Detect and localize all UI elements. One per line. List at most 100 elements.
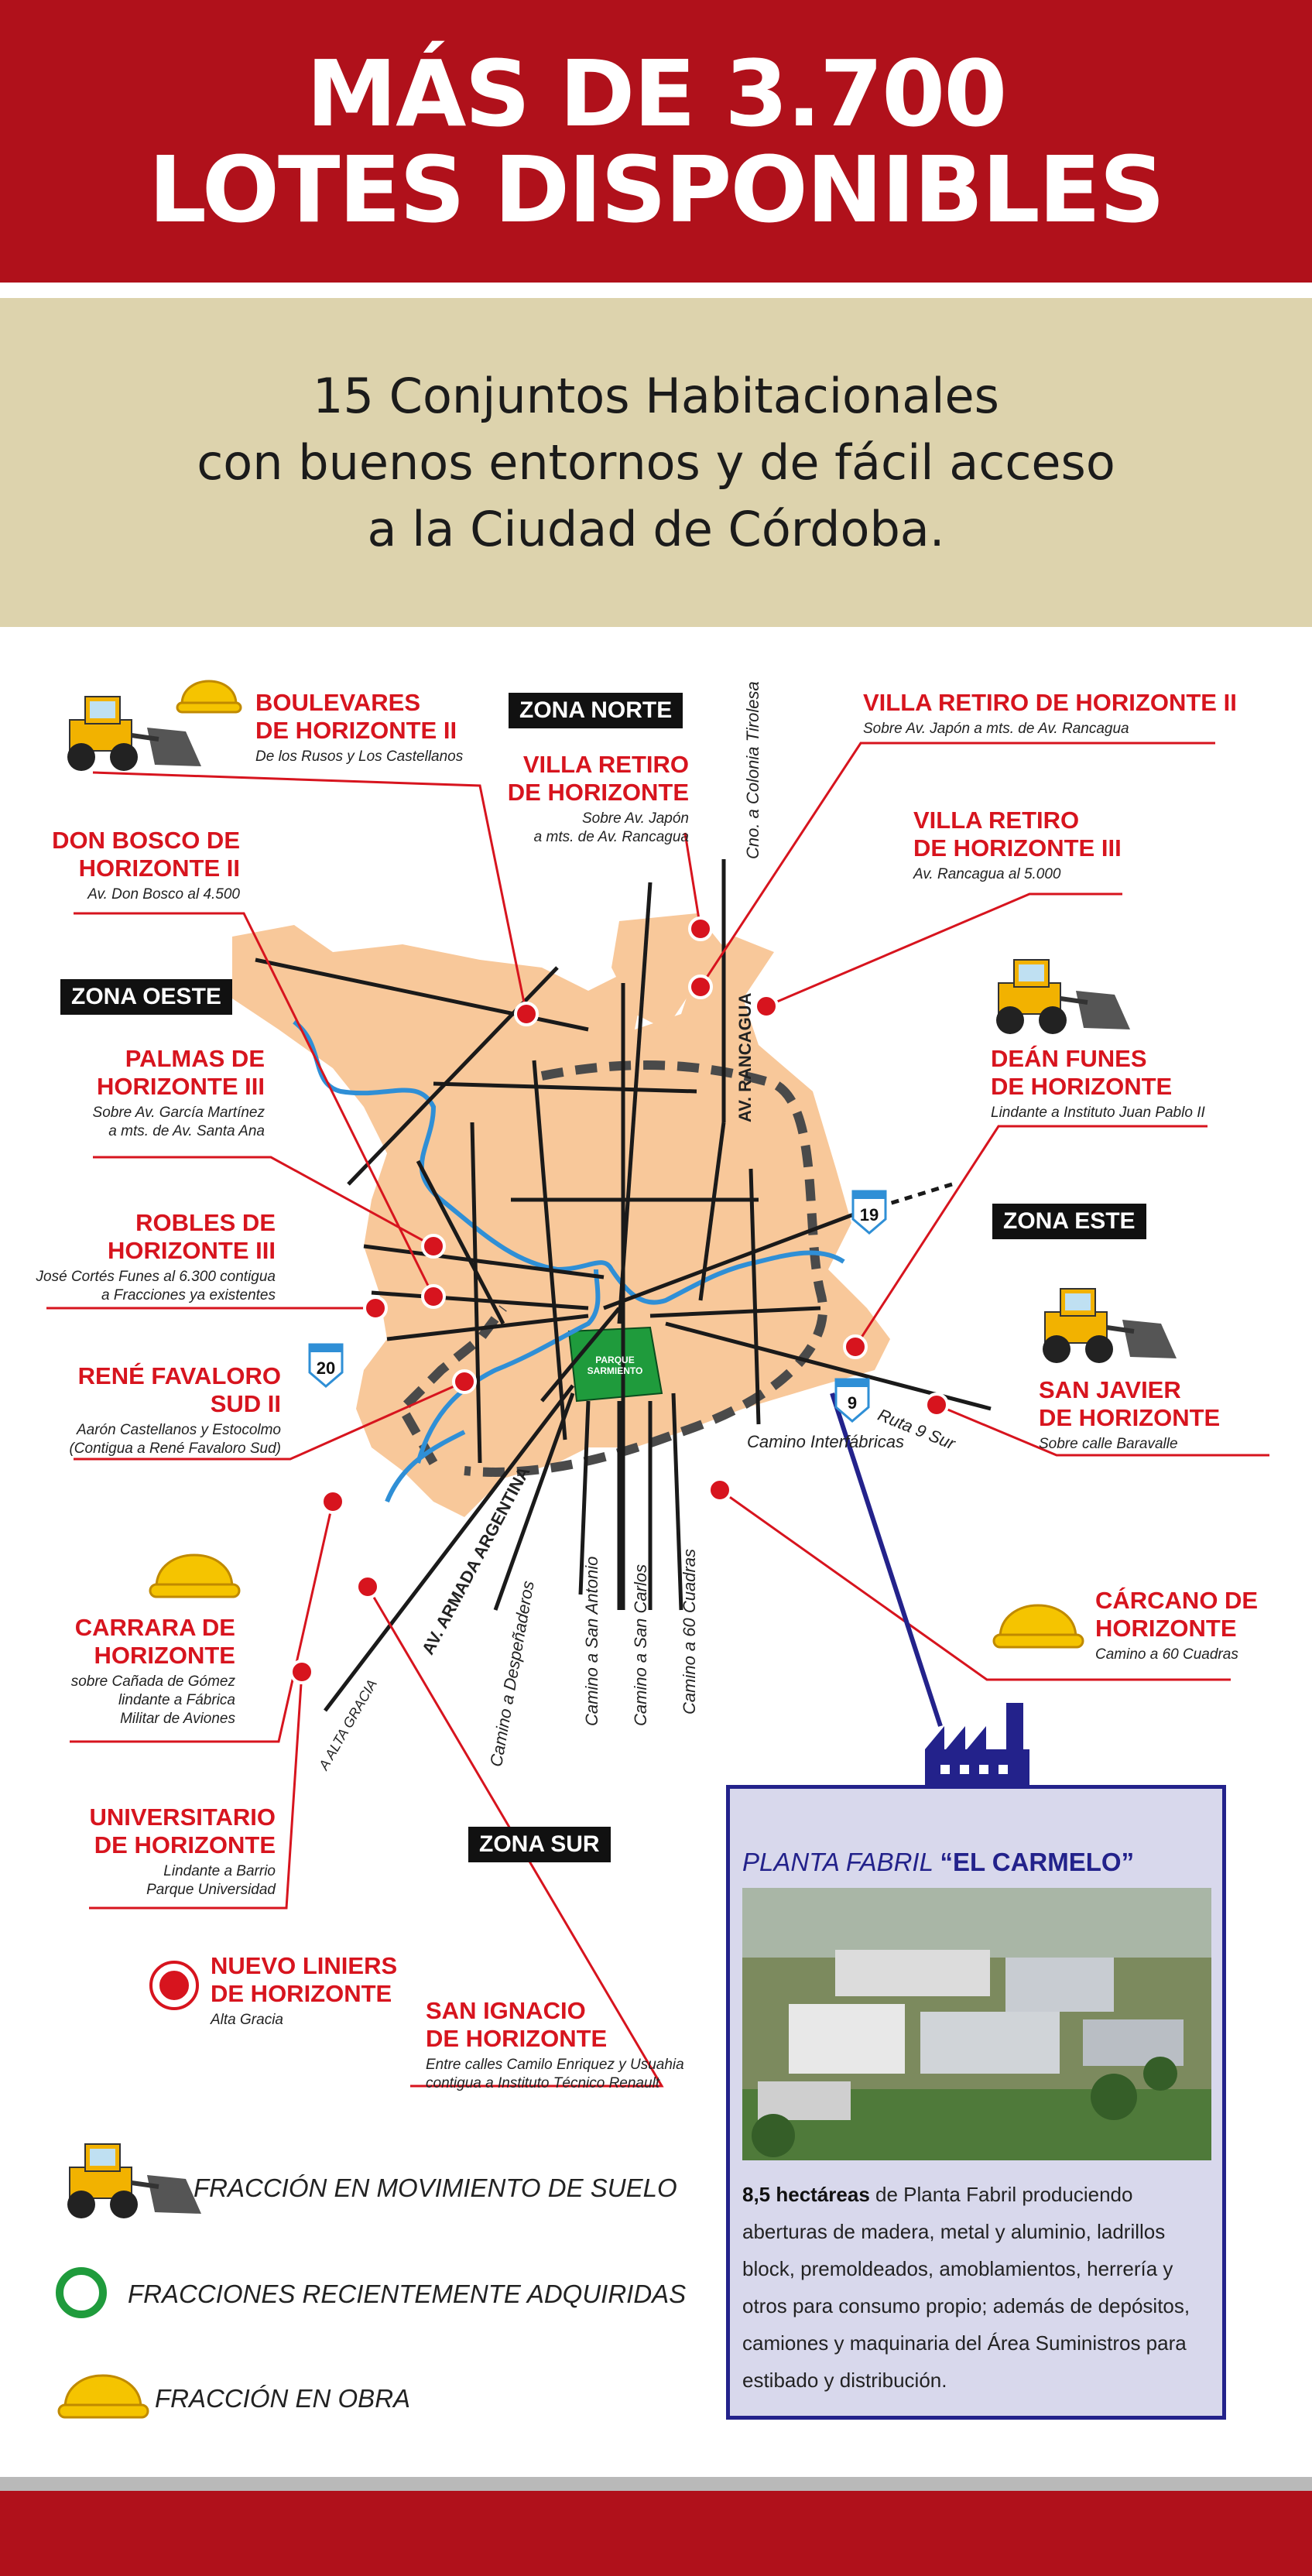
location-dean-funes: DEÁN FUNES DE HORIZONTE Lindante a Insti…: [991, 1045, 1205, 1122]
location-desc: Av. Rancagua al 5.000: [913, 866, 1061, 882]
location-desc: contigua a Instituto Técnico Renault: [426, 2075, 660, 2091]
location-desc: sobre Cañada de Gómez: [70, 1673, 235, 1690]
location-title: BOULEVARES: [255, 689, 421, 716]
helmet-icon: [992, 1604, 1084, 1649]
route-20-shield: 20: [308, 1343, 344, 1388]
location-universitario: UNIVERSITARIO DE HORIZONTE Lindante a Ba…: [15, 1804, 276, 1899]
footer-red-band: [0, 2491, 1312, 2576]
legend-obra: FRACCIÓN EN OBRA: [155, 2384, 411, 2413]
location-title: HORIZONTE II: [78, 855, 240, 882]
location-title: DE HORIZONTE: [94, 1831, 276, 1858]
location-desc: a Fracciones ya existentes: [101, 1287, 276, 1303]
header-title-line2: LOTES DISPONIBLES: [148, 135, 1165, 243]
plant-text-bold: 8,5 hectáreas: [742, 2183, 870, 2206]
legend-bulldozer-icon: [67, 2143, 201, 2218]
location-desc: a mts. de Av. Rancagua: [533, 829, 689, 845]
location-desc: Lindante a Barrio: [163, 1863, 276, 1879]
location-title: ROBLES DE: [135, 1209, 276, 1236]
plant-info-box: PLANTA FABRIL “EL CARMELO” 8,5 hectáreas…: [726, 1785, 1226, 2420]
location-carrara: CARRARA DE HORIZONTE sobre Cañada de Góm…: [15, 1614, 235, 1728]
zone-south-label: ZONA SUR: [468, 1827, 611, 1862]
location-title: HORIZONTE III: [97, 1073, 265, 1100]
road-label-interfabricas: Camino Interfábricas: [747, 1432, 904, 1451]
location-desc: Sobre Av. Japón a mts. de Av. Rancagua: [863, 721, 1129, 737]
plant-description: 8,5 hectáreas de Planta Fabril producien…: [742, 2176, 1214, 2399]
location-desc: a mts. de Av. Santa Ana: [108, 1123, 265, 1139]
location-carcano: CÁRCANO DE HORIZONTE Camino a 60 Cuadras: [1095, 1587, 1258, 1664]
location-boulevares: BOULEVARES DE HORIZONTE II De los Rusos …: [255, 689, 463, 766]
location-desc: Sobre Av. Japón: [581, 810, 689, 827]
location-villa-retiro: VILLA RETIRO DE HORIZONTE Sobre Av. Japó…: [457, 751, 689, 847]
location-markers: [149, 916, 949, 2010]
header-title-line1: MÁS DE 3.700: [306, 39, 1008, 147]
helmet-icon: [176, 680, 242, 714]
plant-title-prefix: PLANTA FABRIL: [742, 1848, 933, 1876]
location-desc: Alta Gracia: [211, 2012, 283, 2028]
location-title: HORIZONTE: [94, 1642, 235, 1669]
legend-movimiento: FRACCIÓN EN MOVIMIENTO DE SUELO: [194, 2174, 677, 2202]
legend-green-circle: [56, 2267, 107, 2318]
subtitle-band: 15 Conjuntos Habitacionales con buenos e…: [0, 298, 1312, 627]
map-area: 19 20 9 ZONA NORTE ZONA OESTE ZONA ESTE …: [0, 627, 1312, 2469]
road-label-san-carlos: Camino a San Carlos: [631, 1564, 650, 1726]
location-title: SUD II: [210, 1390, 281, 1417]
legend-helmet-icon: [57, 2374, 149, 2419]
bulldozer-icon: [67, 696, 201, 771]
location-title: PALMAS DE: [125, 1045, 265, 1072]
location-rene-favaloro: RENÉ FAVALORO SUD II Aarón Castellanos y…: [15, 1362, 281, 1458]
subtitle-line1: 15 Conjuntos Habitacionales: [313, 367, 999, 424]
leader-lines: [46, 742, 1269, 2088]
route-19-shield: 19: [851, 1190, 887, 1235]
location-desc: De los Rusos y Los Castellanos: [255, 748, 464, 765]
location-don-bosco: DON BOSCO DE HORIZONTE II Av. Don Bosco …: [15, 827, 240, 904]
location-title: RENÉ FAVALORO: [77, 1362, 281, 1389]
location-title: DE HORIZONTE: [991, 1073, 1173, 1100]
bulldozer-icon: [1043, 1288, 1177, 1363]
road-label-rancagua: AV. RANCAGUA: [735, 992, 755, 1122]
suquia-river: [293, 1019, 845, 1305]
south-river: [385, 1430, 466, 1503]
location-title: HORIZONTE III: [108, 1237, 276, 1264]
location-desc: lindante a Fábrica: [118, 1692, 235, 1708]
location-title: NUEVO LINIERS: [211, 1952, 398, 1979]
location-title: CÁRCANO DE: [1095, 1587, 1259, 1614]
plant-connector: [830, 1392, 943, 1727]
location-desc: José Cortés Funes al 6.300 contigua: [36, 1269, 276, 1285]
bulldozer-icon: [996, 959, 1130, 1034]
location-title: VILLA RETIRO: [522, 751, 689, 778]
location-desc: Camino a 60 Cuadras: [1095, 1646, 1238, 1663]
location-title: DE HORIZONTE: [507, 779, 689, 806]
location-desc: Av. Don Bosco al 4.500: [87, 886, 240, 903]
location-title: CARRARA DE: [74, 1614, 235, 1641]
plant-text-rest: de Planta Fabril produciendo aberturas d…: [742, 2183, 1190, 2392]
road-label-colonia: Cno. a Colonia Tirolesa: [743, 681, 762, 859]
location-desc: Lindante a Instituto Juan Pablo II: [991, 1105, 1205, 1121]
legend-adquiridas: FRACCIONES RECIENTEMENTE ADQUIRIDAS: [128, 2280, 687, 2308]
road-label-parque: PARQUE SARMIENTO: [587, 1355, 643, 1376]
header-banner: MÁS DE 3.700 LOTES DISPONIBLES: [0, 0, 1312, 283]
svg-text:20: 20: [317, 1358, 335, 1378]
location-title: SAN IGNACIO: [426, 1997, 586, 2024]
location-title: DEÁN FUNES: [991, 1045, 1147, 1072]
location-nuevo-liniers: NUEVO LINIERS DE HORIZONTE Alta Gracia: [211, 1952, 397, 2030]
location-title: DE HORIZONTE: [426, 2025, 608, 2052]
location-san-javier: SAN JAVIER DE HORIZONTE Sobre calle Bara…: [1039, 1376, 1220, 1454]
location-title: VILLA RETIRO DE HORIZONTE II: [863, 689, 1237, 716]
location-title: DON BOSCO DE: [52, 827, 240, 854]
helmet-icon: [149, 1553, 241, 1598]
location-desc: Parque Universidad: [146, 1882, 276, 1898]
zone-north-label: ZONA NORTE: [509, 693, 683, 728]
route-9-shield: 9: [834, 1378, 870, 1423]
location-title: SAN JAVIER: [1039, 1376, 1181, 1403]
location-title: DE HORIZONTE III: [913, 834, 1122, 862]
zone-east-label: ZONA ESTE: [992, 1204, 1146, 1239]
location-desc: (Contigua a René Favaloro Sud): [69, 1440, 281, 1457]
location-desc: Entre calles Camilo Enriquez y Usuahia: [426, 2057, 684, 2073]
road-network: [255, 859, 992, 1712]
subtitle-line3: a la Ciudad de Córdoba.: [367, 500, 945, 557]
svg-text:9: 9: [848, 1393, 857, 1413]
plant-title: PLANTA FABRIL “EL CARMELO”: [742, 1848, 1134, 1877]
road-label-san-antonio: Camino a San Antonio: [582, 1556, 601, 1726]
plant-title-name: “EL CARMELO”: [940, 1848, 1135, 1876]
location-villa-retiro-ii: VILLA RETIRO DE HORIZONTE II Sobre Av. J…: [863, 689, 1237, 738]
